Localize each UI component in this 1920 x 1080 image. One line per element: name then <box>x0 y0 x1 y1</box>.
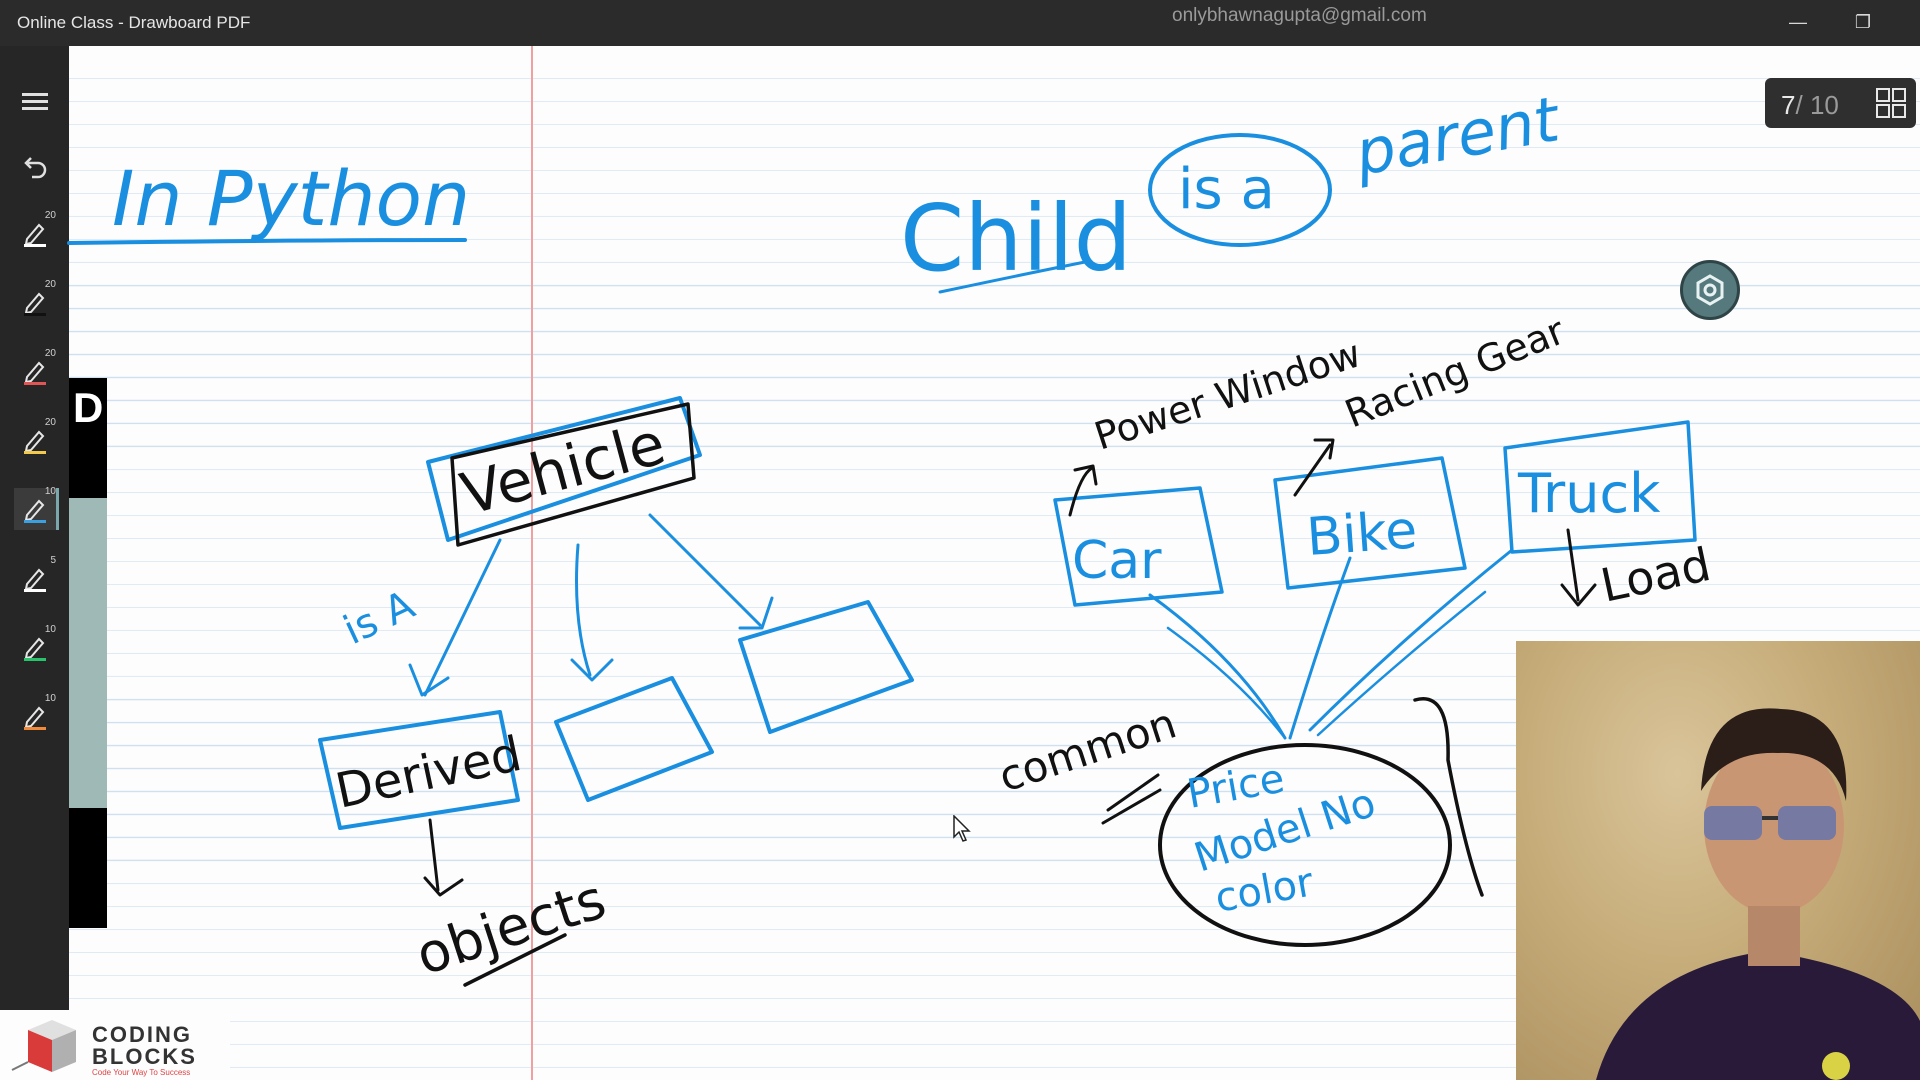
pen-icon <box>24 568 46 592</box>
hamburger-menu-icon <box>22 93 48 110</box>
label-derived: Derived <box>331 726 527 820</box>
window-title: Online Class - Drawboard PDF <box>17 13 251 32</box>
coding-blocks-logo: CODING BLOCKS Code Your Way To Success <box>0 1010 230 1080</box>
page-number: 7/ 10 <box>1781 90 1839 121</box>
page-margin-line <box>531 46 533 1080</box>
side-panel: D <box>69 378 107 928</box>
pen-tool-5[interactable]: 10 <box>14 486 59 530</box>
pen-tool-6[interactable]: 5 <box>14 555 56 599</box>
label-load: Load <box>1596 537 1715 613</box>
undo-button[interactable] <box>14 146 56 188</box>
cube-logo-icon <box>11 1020 76 1072</box>
left-toolbar: 20 20 20 20 10 5 10 10 <box>0 46 69 1010</box>
pen-color-swatch <box>24 382 46 385</box>
page-indicator[interactable]: 7/ 10 <box>1765 78 1916 128</box>
label-bike: Bike <box>1305 500 1419 568</box>
pen-icon <box>24 430 46 454</box>
pen-color-swatch <box>24 658 46 661</box>
hexagon-settings-icon <box>1696 274 1724 306</box>
label-objects: objects <box>409 867 613 987</box>
undo-icon <box>24 157 47 179</box>
pen-size-label: 20 <box>44 210 56 221</box>
pen-icon <box>24 292 46 316</box>
grid-view-icon[interactable] <box>1876 88 1906 118</box>
notebook-page[interactable] <box>69 46 1920 1080</box>
page-separator: / <box>1795 90 1803 120</box>
pen-color-swatch <box>24 589 46 592</box>
logo-tagline: Code Your Way To Success <box>92 1068 191 1077</box>
logo-line-blocks: BLOCKS <box>92 1044 197 1069</box>
menu-button[interactable] <box>14 81 56 123</box>
presenter-video <box>1596 708 1920 1080</box>
pen-tool-3[interactable]: 20 <box>14 348 56 392</box>
label-truck: Truck <box>1517 462 1661 525</box>
pen-tool-2[interactable]: 20 <box>14 279 56 323</box>
pen-color-swatch <box>24 520 46 523</box>
pen-size-label: 20 <box>44 348 56 359</box>
title-bar: Online Class - Drawboard PDF onlybhawnag… <box>0 0 1920 46</box>
pen-icon <box>24 499 46 523</box>
current-page: 7 <box>1781 90 1796 120</box>
label-is-a: is A <box>337 582 422 654</box>
pen-tool-1[interactable]: 20 <box>14 210 56 254</box>
label-racing-gear: Racing Gear <box>1339 308 1571 436</box>
account-email: onlybhawnagupta@gmail.com <box>1172 5 1427 26</box>
pen-size-label: 5 <box>50 555 56 566</box>
webcam-video <box>1516 641 1920 1080</box>
pen-tool-8[interactable]: 10 <box>14 693 56 737</box>
settings-button[interactable] <box>1680 260 1740 320</box>
pen-size-label: 10 <box>44 693 56 704</box>
heading-parent: parent <box>1349 82 1567 190</box>
minimize-button[interactable]: — <box>1789 12 1807 32</box>
pen-size-label: 10 <box>44 486 56 497</box>
heading-is-a: is a <box>1178 157 1275 222</box>
total-pages: 10 <box>1809 90 1839 120</box>
pen-icon <box>24 637 46 661</box>
pen-color-swatch <box>24 727 46 730</box>
pen-tool-4[interactable]: 20 <box>14 417 56 461</box>
pen-size-label: 20 <box>44 279 56 290</box>
pen-icon <box>24 223 46 247</box>
side-panel-highlight <box>69 498 107 808</box>
pen-icon <box>24 706 46 730</box>
pen-tool-7[interactable]: 10 <box>14 624 56 668</box>
pen-size-label: 10 <box>44 624 56 635</box>
pen-color-swatch <box>24 313 46 316</box>
pen-color-swatch <box>24 244 46 247</box>
restore-button[interactable]: ❐ <box>1854 12 1872 32</box>
mouse-cursor-icon <box>953 815 971 842</box>
logo-line-coding: CODING <box>92 1022 192 1047</box>
side-panel-letter: D <box>73 384 104 431</box>
label-car: Car <box>1072 531 1162 591</box>
pen-icon <box>24 361 46 385</box>
label-common: common <box>993 698 1182 801</box>
label-price: Price <box>1184 756 1288 818</box>
heading-in-python: In Python <box>112 154 470 243</box>
pen-color-swatch <box>24 451 46 454</box>
pen-size-label: 20 <box>44 417 56 428</box>
heading-child: Child <box>900 185 1132 292</box>
